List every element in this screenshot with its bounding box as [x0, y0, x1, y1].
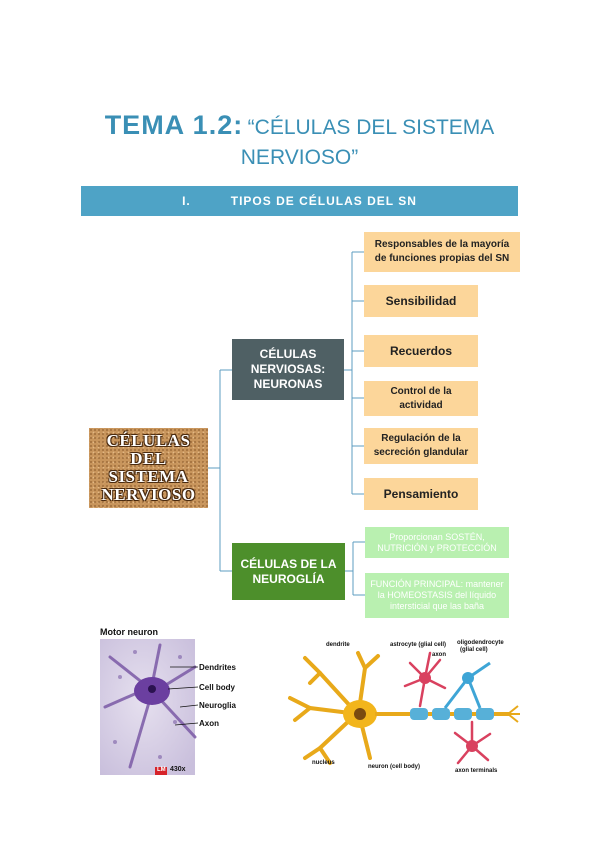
function-4-line-2: actividad — [399, 399, 443, 411]
function-box-main-functions: Responsables de la mayoría de funciones … — [364, 232, 520, 272]
function-box-sensibilidad: Sensibilidad — [364, 285, 478, 317]
function-6-label: Pensamiento — [383, 487, 459, 501]
label-neuroglia: Neuroglia — [199, 701, 236, 710]
section-number: I. — [182, 194, 191, 208]
function-3-label: Recuerdos — [389, 344, 453, 358]
label-nucleus: nucleus — [312, 760, 335, 766]
root-line-4: NERVIOSO — [101, 485, 196, 504]
title-line-2: NERVIOSO” — [240, 146, 359, 169]
glia-item-2-line-2: la HOMEOSTASIS del líquido — [377, 590, 497, 600]
neurons-node: CÉLULAS NERVIOSAS: NEURONAS — [232, 339, 344, 400]
neurons-label-2: NERVIOSAS: — [250, 362, 326, 376]
label-cell-body: Cell body — [199, 683, 236, 692]
root-line-1: CÉLULAS — [106, 431, 191, 450]
glia-item-1-line-2: NUTRICIÓN y PROTECCIÓN — [377, 542, 497, 553]
function-4-line-1: Control de la — [390, 385, 452, 397]
label-axon: Axon — [199, 719, 219, 728]
glia-item-2-line-3: intersticial que las baña — [389, 601, 485, 611]
label-axon-terminals: axon terminals — [455, 768, 498, 774]
title-line-1: “CÉLULAS DEL SISTEMA — [247, 116, 495, 139]
glia-label-1: CÉLULAS DE LA — [240, 556, 337, 571]
motor-neuron-micrograph: Motor neuron Dendrites Cell body Neurogl… — [100, 627, 236, 775]
lm-badge: LM — [157, 767, 166, 773]
root-node-nervous-system-cells: CÉLULAS DEL SISTEMA NERVIOSO — [89, 428, 208, 508]
neurons-label-3: NEURONAS — [253, 377, 323, 391]
page-title: TEMA 1.2: “CÉLULAS DEL SISTEMA — [0, 108, 599, 147]
glia-item-1-line-1: Proporcionan SOSTÉN, — [389, 531, 485, 542]
title-prefix: TEMA 1.2: — [104, 110, 244, 140]
function-5-line-1: Regulación de la — [381, 433, 461, 444]
neuron-glia-diagram: dendrite astrocyte (glial cell) axon oli… — [280, 638, 522, 778]
diagram-illustration — [288, 651, 520, 765]
label-astrocyte: astrocyte (glial cell) — [390, 642, 447, 648]
magnification-label: 430x — [170, 766, 186, 773]
label-dendrite: dendrite — [326, 642, 350, 648]
function-1-line-2: de funciones propias del SN — [374, 253, 510, 264]
label-axon-diagram: axon — [432, 652, 447, 658]
root-line-2: DEL — [130, 449, 167, 468]
section-label: TIPOS DE CÉLULAS DEL SN — [230, 194, 417, 208]
label-dendrites: Dendrites — [199, 663, 236, 672]
function-2-label: Sensibilidad — [385, 294, 457, 308]
neuroglia-node: CÉLULAS DE LA NEUROGLÍA — [232, 543, 345, 600]
label-oligodendrocyte-1: oligodendrocyte — [457, 640, 504, 646]
function-box-secrecion-glandular: Regulación de la secreción glandular — [364, 428, 478, 464]
neurons-label-1: CÉLULAS — [259, 347, 317, 361]
section-banner: I. TIPOS DE CÉLULAS DEL SN — [81, 186, 518, 216]
function-box-recuerdos: Recuerdos — [364, 335, 478, 367]
glia-item-support: Proporcionan SOSTÉN, NUTRICIÓN y PROTECC… — [365, 527, 509, 558]
micrograph-title: Motor neuron — [100, 627, 158, 637]
glia-item-2-line-1: FUNCIÓN PRINCIPAL: mantener — [370, 579, 504, 589]
function-box-control-actividad: Control de la actividad — [364, 381, 478, 416]
glia-label-2: NEUROGLÍA — [252, 571, 325, 586]
function-box-pensamiento: Pensamiento — [364, 478, 478, 510]
function-1-line-1: Responsables de la mayoría — [374, 239, 510, 250]
label-oligodendrocyte-2: (glial cell) — [460, 647, 488, 653]
function-5-line-2: secreción glandular — [373, 447, 469, 458]
root-line-3: SISTEMA — [108, 467, 189, 486]
glia-item-homeostasis: FUNCIÓN PRINCIPAL: mantener la HOMEOSTAS… — [365, 573, 509, 618]
label-neuron-cell-body: neuron (cell body) — [368, 764, 421, 770]
micrograph-illustration — [100, 639, 199, 775]
